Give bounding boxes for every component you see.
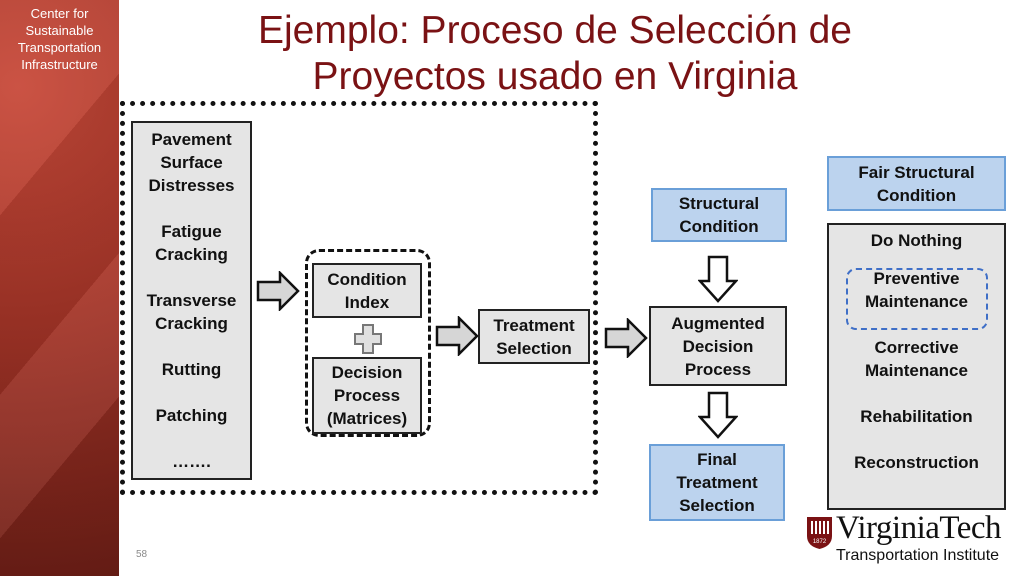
box-text: Cracking — [155, 245, 228, 264]
box-text: Cracking — [155, 314, 228, 333]
box-text: Maintenance — [865, 361, 968, 380]
box-text: Do Nothing — [870, 231, 963, 250]
dotted-group-frame — [120, 101, 598, 495]
vt-wordmark: VirginiaTech — [836, 510, 1002, 546]
box-text: Rutting — [161, 360, 222, 379]
condition-index-box: Condition Index — [312, 263, 422, 318]
distresses-box: Pavement Surface Distresses Fatigue Crac… — [131, 121, 252, 480]
box-text: Corrective — [874, 338, 959, 357]
treatment-options-box: Do Nothing Preventive Maintenance Correc… — [827, 223, 1006, 510]
box-text: Index — [344, 292, 390, 312]
box-text: Condition — [327, 269, 407, 289]
sidebar-panel: Center for Sustainable Transportation In… — [0, 0, 119, 576]
box-text: Patching — [155, 406, 228, 425]
treatment-selection-box: Treatment Selection — [478, 309, 590, 364]
dashed-group-frame — [305, 249, 431, 437]
fair-structural-box: Fair Structural Condition — [827, 156, 1006, 211]
slide-title: Ejemplo: Proceso de Selección de Proyect… — [140, 8, 970, 100]
center-name-line: Transportation — [17, 40, 102, 55]
box-text: Surface — [160, 153, 223, 172]
plus-icon — [354, 324, 382, 354]
box-text: Pavement — [151, 130, 232, 149]
box-text: Condition — [876, 185, 957, 205]
box-text: Rehabilitation — [860, 407, 973, 426]
page-number: 58 — [136, 549, 148, 560]
final-treatment-box: Final Treatment Selection — [649, 444, 785, 521]
box-text: Treatment — [676, 473, 758, 492]
box-text: (Matrices) — [326, 409, 408, 428]
center-name: Center for Sustainable Transportation In… — [0, 5, 119, 73]
box-text: Reconstruction — [854, 453, 979, 472]
structural-condition-box: Structural Condition — [651, 188, 787, 242]
box-text: Maintenance — [865, 292, 968, 311]
box-text: Structural — [678, 194, 760, 213]
decision-process-box: Decision Process (Matrices) — [312, 357, 422, 434]
box-text: Decision — [331, 363, 403, 382]
box-text: Preventive — [873, 269, 960, 288]
box-text: Selection — [496, 338, 572, 358]
arrow-right-icon — [435, 316, 479, 356]
center-name-line: Center for — [30, 6, 89, 21]
title-line: Ejemplo: Proceso de Selección de — [257, 9, 852, 52]
arrow-right-icon — [256, 271, 300, 311]
box-text: Fair Structural — [858, 162, 975, 182]
arrow-right-icon — [604, 318, 648, 358]
arrow-down-icon — [698, 391, 738, 439]
box-text: ……. — [172, 452, 211, 471]
vt-shield-icon: 1872 — [807, 517, 832, 549]
box-text: Transverse — [146, 291, 237, 310]
box-text: Process — [684, 359, 752, 379]
box-text: Treatment — [493, 315, 575, 335]
shield-year: 1872 — [813, 539, 827, 545]
box-text: Condition — [679, 217, 759, 236]
box-text: Process — [333, 386, 401, 405]
box-text: Fatigue — [161, 222, 222, 241]
box-text: Selection — [679, 496, 755, 515]
arrow-down-icon — [698, 255, 738, 303]
box-text: Final — [697, 450, 737, 469]
augmented-decision-box: Augmented Decision Process — [649, 306, 787, 386]
box-text: Augmented — [671, 313, 765, 333]
box-text: Distresses — [148, 176, 235, 195]
center-name-line: Sustainable — [25, 23, 94, 38]
title-line: Proyectos usado en Virginia — [312, 55, 798, 98]
center-name-line: Infrastructure — [21, 57, 98, 72]
box-text: Decision — [682, 336, 754, 356]
vt-subtitle: Transportation Institute — [836, 547, 1000, 564]
preventive-highlight-frame — [846, 268, 988, 330]
